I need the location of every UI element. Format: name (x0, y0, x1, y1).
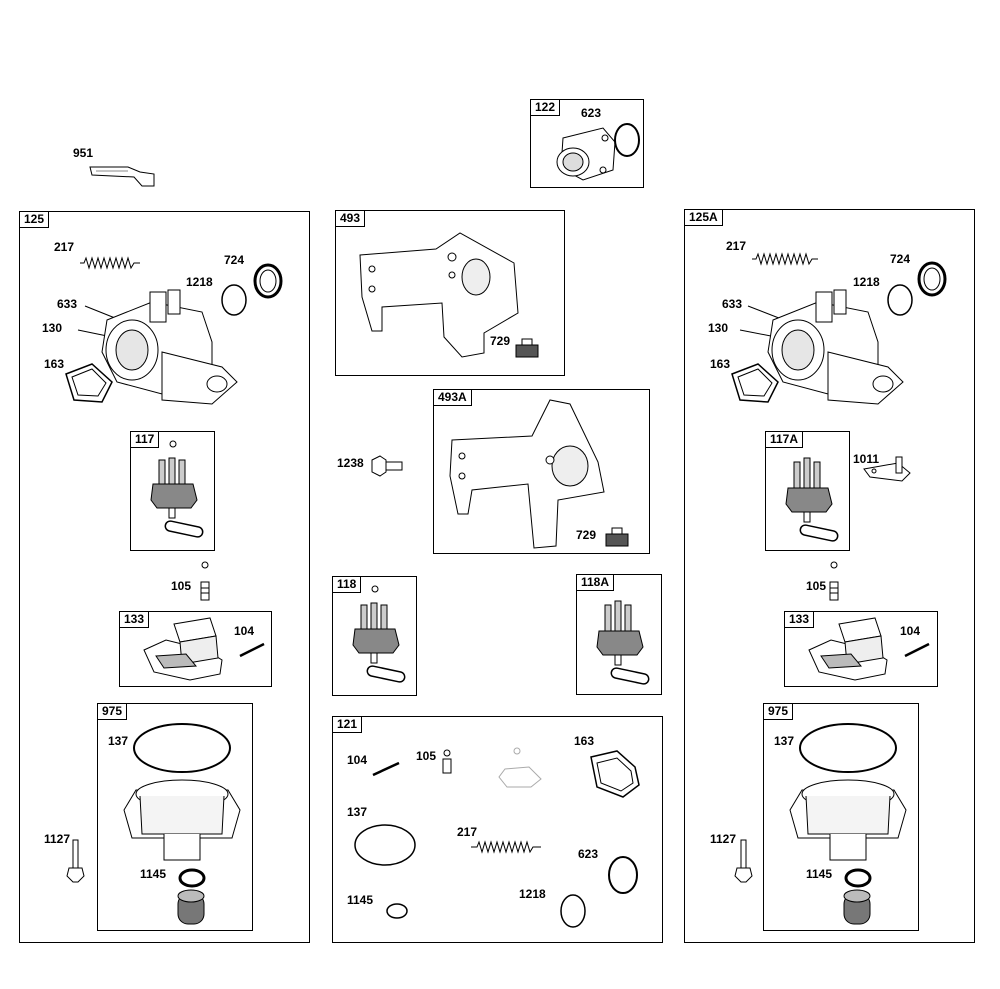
kit-tag-118a: 118A (576, 574, 615, 591)
part-label-217: 217 (457, 825, 478, 839)
part-label-724: 724 (890, 252, 911, 266)
float-bowl-assembly-part (112, 710, 252, 930)
jet-part (197, 560, 213, 604)
needle-valve-assembly-part (341, 583, 411, 691)
lever-arm-part (88, 162, 158, 192)
part-label-1238: 1238 (337, 456, 364, 470)
o-ring-part (218, 282, 252, 318)
part-label-1127: 1127 (44, 832, 71, 846)
part-label-105: 105 (806, 579, 827, 593)
part-label-623: 623 (581, 106, 602, 120)
o-ring-part (884, 282, 918, 318)
part-label-130: 130 (708, 321, 729, 335)
kit-box-118a: 118A (576, 574, 662, 695)
part-label-217: 217 (726, 239, 747, 253)
kit-tag-117a: 117A (765, 431, 804, 448)
part-label-633: 633 (722, 297, 743, 311)
jet-part (826, 560, 842, 604)
seal-ring-part (252, 262, 286, 300)
kit-tag-975: 975 (97, 703, 128, 720)
kit-box-125: 125 (19, 211, 310, 943)
part-label-104: 104 (900, 624, 921, 638)
part-label-130: 130 (42, 321, 63, 335)
kit-box-975: 975 137 1145 (97, 703, 253, 931)
needle-valve-assembly-part (774, 442, 844, 550)
bolt-part (66, 838, 86, 884)
part-label-163: 163 (574, 734, 595, 748)
part-label-1218: 1218 (186, 275, 213, 289)
kit-tag-125: 125 (19, 211, 50, 228)
kit-tag-133-right: 133 (784, 611, 815, 628)
kit-box-125a: 125A (684, 209, 975, 943)
spring-part (80, 256, 140, 270)
kit-tag-122: 122 (530, 99, 561, 116)
part-label-163: 163 (44, 357, 65, 371)
part-label-1145: 1145 (140, 867, 167, 881)
plate-part (862, 455, 914, 489)
spring-part (752, 252, 818, 266)
kit-tag-493: 493 (335, 210, 366, 227)
kit-box-133: 133 104 (119, 611, 272, 687)
float-part (140, 616, 270, 684)
part-label-1218: 1218 (519, 887, 546, 901)
kit-box-122: 122 623 (530, 99, 644, 188)
kit-box-493a: 493A 729 (433, 389, 650, 554)
kit-box-493: 493 729 (335, 210, 565, 376)
part-label-1145: 1145 (806, 867, 833, 881)
part-label-104: 104 (347, 753, 368, 767)
part-label-217: 217 (54, 240, 75, 254)
part-label-623: 623 (578, 847, 599, 861)
part-label-105: 105 (416, 749, 437, 763)
part-label-137: 137 (774, 734, 795, 748)
kit-tag-117: 117 (130, 431, 160, 448)
kit-tag-133: 133 (119, 611, 150, 628)
part-label-633: 633 (57, 297, 78, 311)
needle-valve-assembly-part (585, 585, 655, 693)
kit-tag-125a: 125A (684, 209, 723, 226)
part-label-729: 729 (576, 528, 597, 542)
part-label-729: 729 (490, 334, 511, 348)
bracket-part (448, 396, 648, 552)
bolt-part (734, 838, 754, 884)
part-label-104: 104 (234, 624, 255, 638)
carburetor-part (62, 282, 242, 412)
part-label-137: 137 (347, 805, 368, 819)
kit-box-118: 118 (332, 576, 417, 696)
part-label-1127: 1127 (710, 832, 737, 846)
kit-tag-121: 121 (332, 716, 363, 733)
kit-box-117a: 117A (765, 431, 850, 551)
kit-box-117: 117 (130, 431, 215, 551)
part-label-1011: 1011 (853, 452, 880, 466)
part-label-724: 724 (224, 253, 245, 267)
kit-box-133-right: 133 104 (784, 611, 938, 687)
float-part (805, 616, 935, 684)
screw-part (370, 454, 404, 480)
kit-box-121: 121 104 105 163 137 217 623 1145 1218 (332, 716, 663, 943)
part-label-137: 137 (108, 734, 129, 748)
kit-tag-493a: 493A (433, 389, 472, 406)
part-label-105: 105 (171, 579, 192, 593)
repair-kit-parts (333, 717, 663, 943)
kit-tag-118: 118 (332, 576, 362, 593)
part-label-951: 951 (73, 146, 94, 160)
seal-ring-part (916, 260, 950, 298)
kit-box-975-right: 975 137 1145 (763, 703, 919, 931)
carburetor-part (728, 282, 908, 412)
needle-valve-assembly-part (139, 438, 209, 546)
part-label-1145: 1145 (347, 893, 374, 907)
kit-tag-975-right: 975 (763, 703, 794, 720)
part-label-163: 163 (710, 357, 731, 371)
float-bowl-assembly-part (778, 710, 918, 930)
part-label-1218: 1218 (853, 275, 880, 289)
bracket-part (356, 227, 566, 373)
intake-elbow-part (543, 118, 643, 184)
